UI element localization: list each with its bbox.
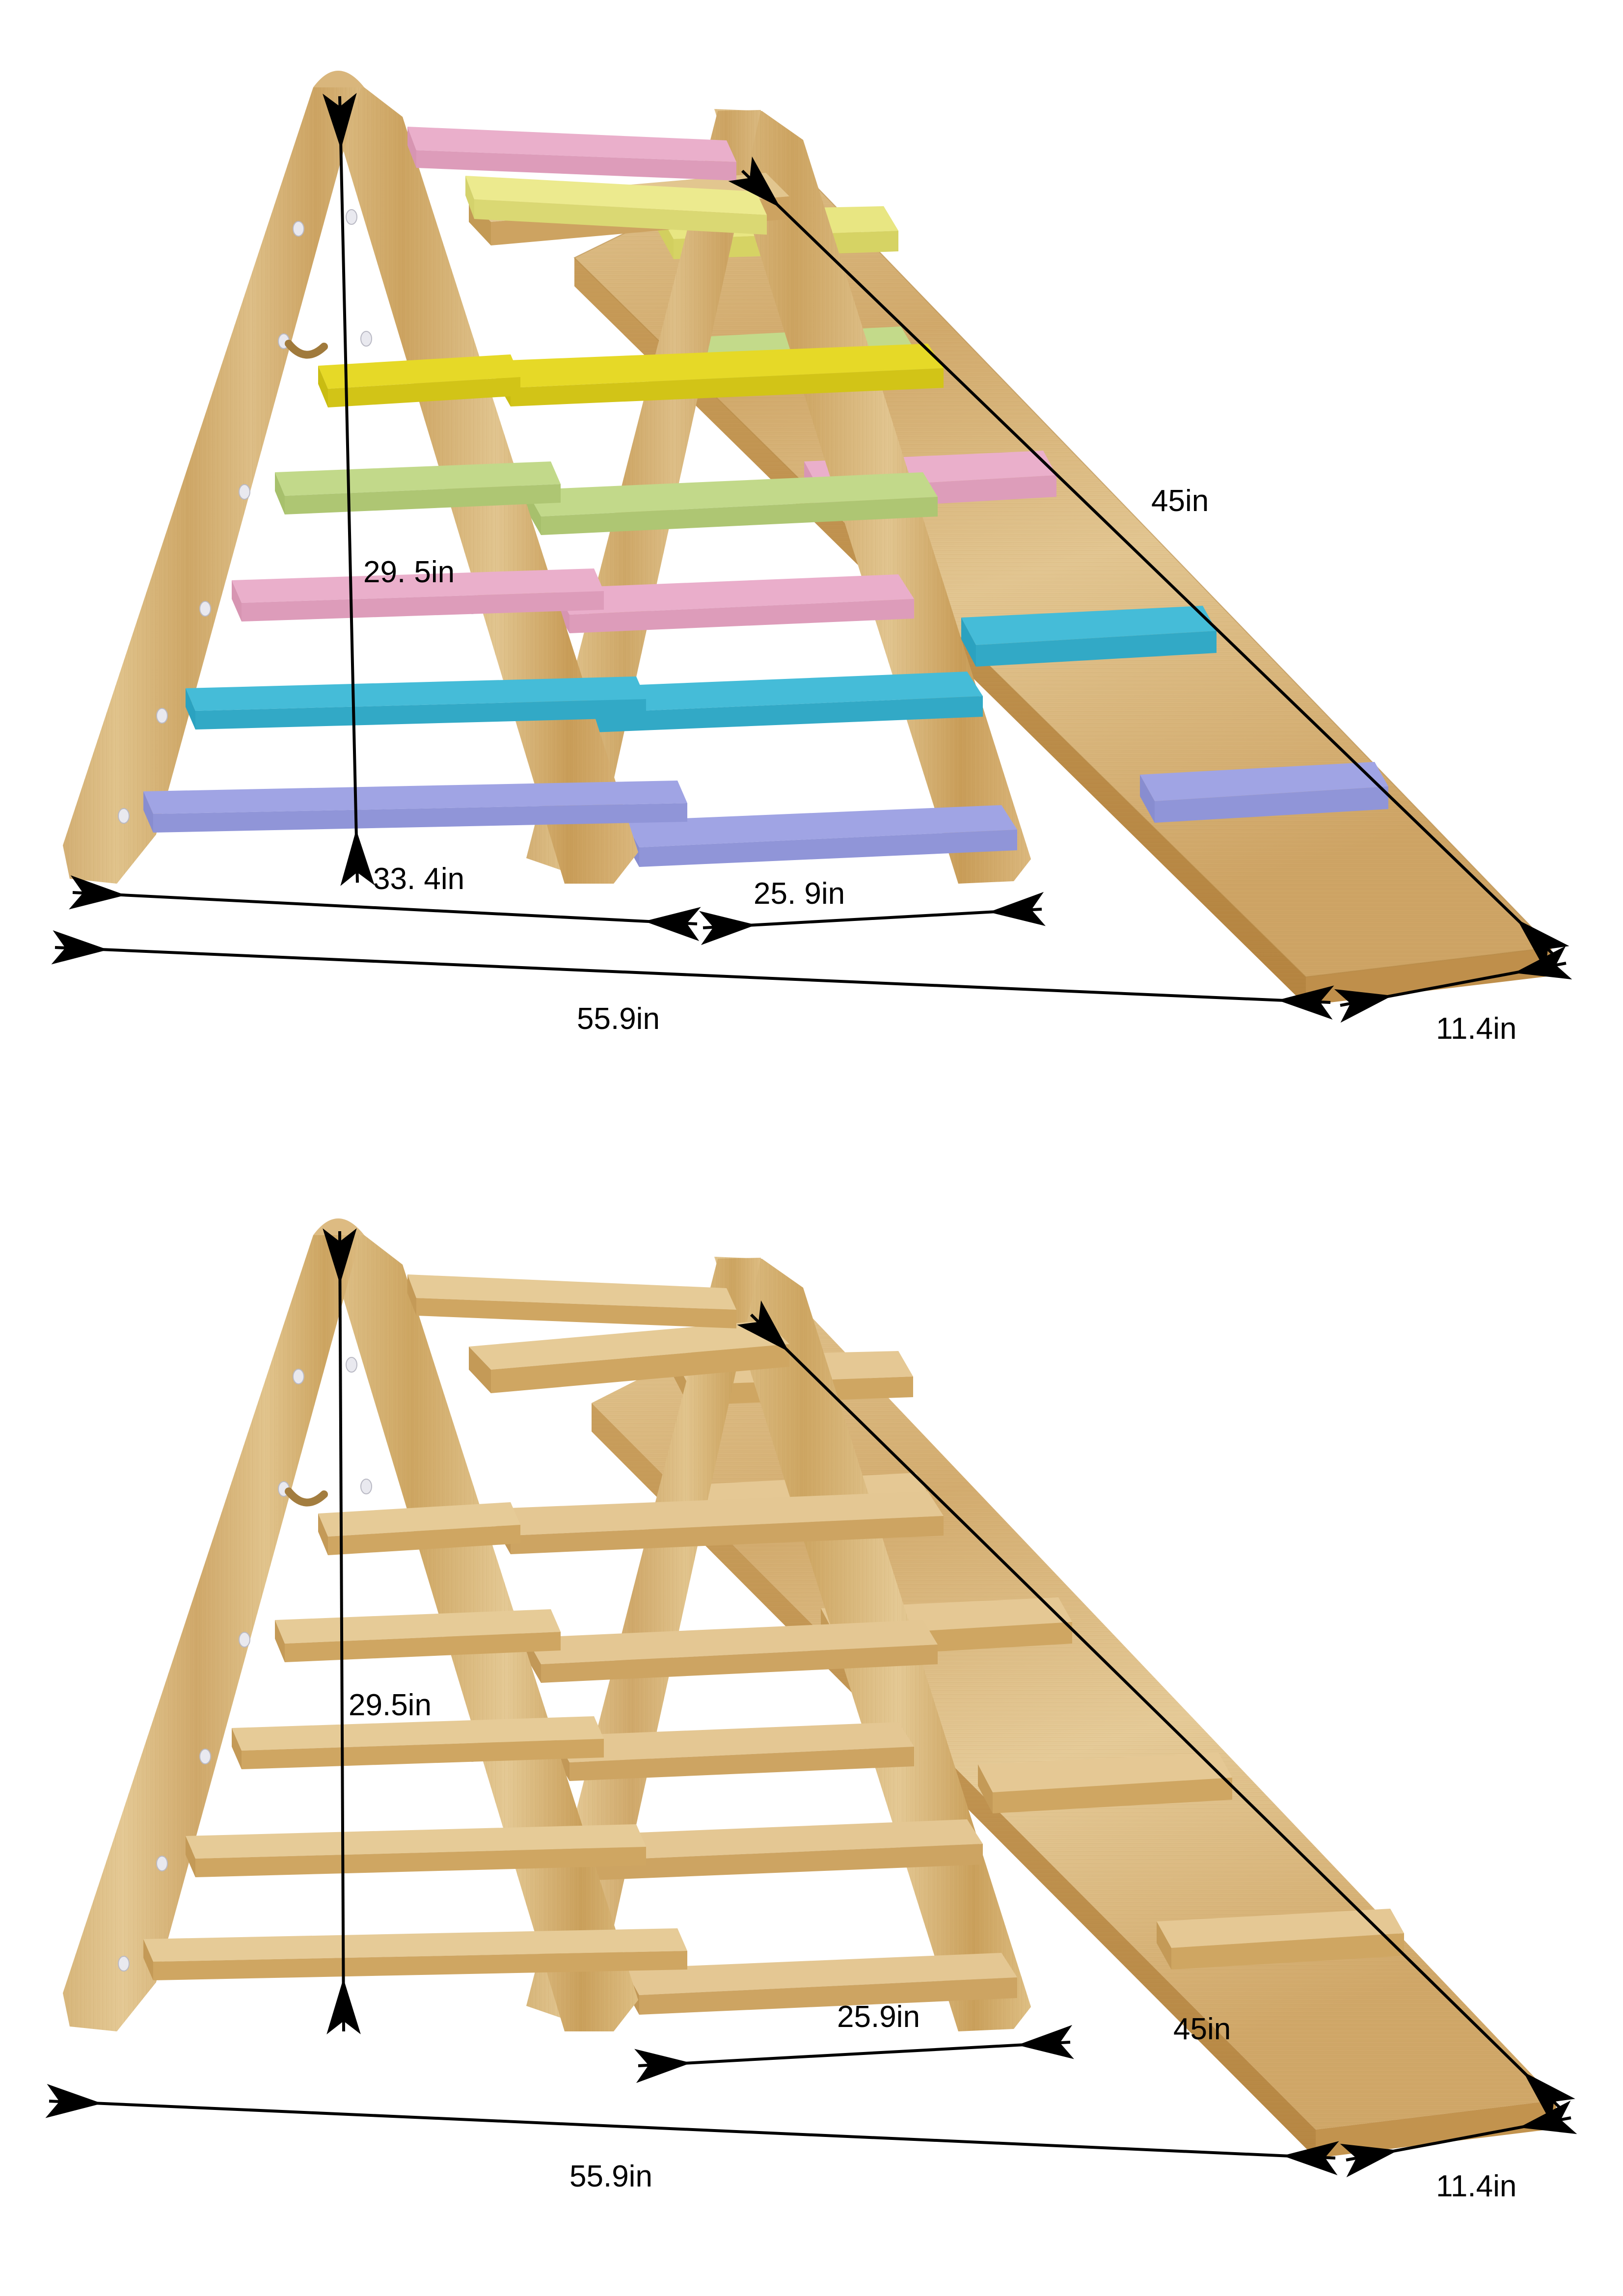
dimension-label-base-right: 25. 9in (754, 877, 845, 911)
dim-ramp-width-line (1334, 945, 1572, 1023)
dim-ramp-width-line (1340, 2100, 1577, 2178)
dim-ramp-line (728, 156, 1569, 971)
dimension-lines (45, 1228, 1577, 2178)
dimension-label-base-right: 25.9in (837, 2000, 920, 2034)
screw-head (293, 1369, 304, 1384)
handle-cutout-icon (285, 340, 328, 359)
screw-head (360, 1479, 372, 1494)
dimension-label-ramp-length: 45in (1173, 2012, 1231, 2046)
screw-head (360, 331, 372, 347)
dim-base-right-line (699, 891, 1046, 945)
dim-ramp-line (737, 1300, 1575, 2124)
dimension-label-ramp-length: 45in (1151, 484, 1209, 518)
dimension-label-height: 29. 5in (363, 555, 455, 589)
ladder-rung-front (143, 781, 687, 833)
dimension-label-overall-width: 55.9in (569, 2160, 652, 2193)
natural-diagram-svg (45, 1218, 1577, 2178)
frame-apex (313, 71, 364, 87)
dim-base-left-line (69, 875, 701, 942)
dim-overall-line (45, 2083, 1339, 2176)
screw-head (346, 209, 357, 225)
screw-head (293, 221, 304, 237)
ladder-rung-front (407, 1274, 736, 1328)
ladder-rung-front (186, 676, 646, 729)
rear-top-plate (469, 1321, 789, 1393)
dimension-lines (51, 93, 1572, 1023)
dim-overall-line (51, 930, 1334, 1020)
screw-head (346, 1357, 357, 1373)
dimension-label-height: 29.5in (349, 1688, 432, 1722)
ladder-rung-front (186, 1824, 646, 1877)
dim-height-line (323, 1228, 361, 2035)
dim-base-right-line (634, 2025, 1074, 2083)
illustration-colored: 29. 5in 33. 4in 25. 9in 45in 55.9in 11.4… (51, 71, 1572, 1046)
view-colored-rungs: 29. 5in 33. 4in 25. 9in 45in 55.9in 11.4… (51, 71, 1572, 1046)
ladder-rung-front (407, 127, 736, 181)
dimension-label-overall-width: 55.9in (577, 1002, 660, 1036)
dim-height-line (323, 93, 375, 886)
dimension-label-ramp-width: 11.4in (1436, 1012, 1517, 1046)
colored-diagram-svg (51, 71, 1572, 1023)
ladder-rung-front (465, 176, 767, 235)
dimension-label-base-left: 33. 4in (373, 862, 465, 896)
handle-cutout-icon (285, 1487, 328, 1507)
dimension-label-ramp-width: 11.4in (1436, 2169, 1517, 2203)
view-natural-wood: 29.5in 25.9in 45in 55.9in 11.4in (0, 1148, 1623, 2296)
ladder-rung-front (143, 1928, 687, 1980)
illustration-natural: 29.5in 25.9in 45in 55.9in 11.4in (0, 1148, 1623, 2296)
